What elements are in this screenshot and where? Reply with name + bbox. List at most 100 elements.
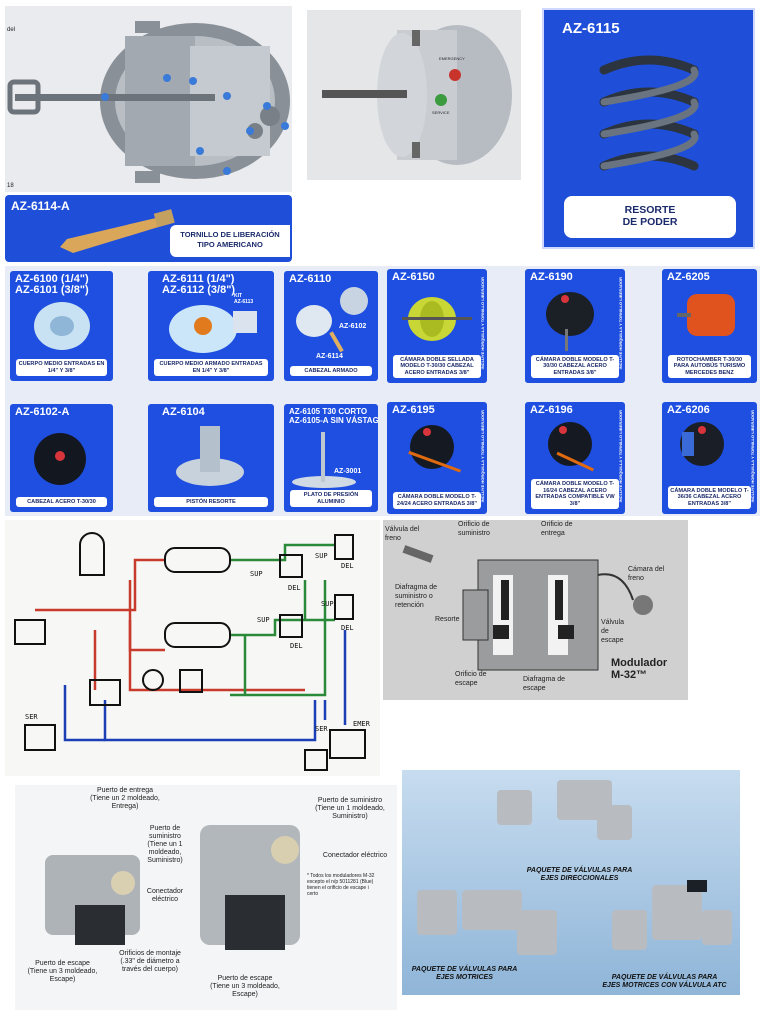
- tile-caption: CÁMARA DOBLE MODELO T-16/24 CABEZAL ACER…: [531, 479, 619, 509]
- double-chamber-icon: [546, 292, 594, 351]
- catalog-tile-az-6150: AZ-6150 INCLUYE HORQUILLA Y TORNILLO LIB…: [387, 269, 487, 383]
- spring-piston-icon: [176, 426, 244, 486]
- label-connector-left: Conectador eléctrico: [146, 888, 184, 903]
- release-bolt-icon: [60, 209, 175, 253]
- label-mounting-holes: Orificios de montaje (.33" de diámetro a…: [119, 950, 181, 973]
- label-supply-diaphragm: Diafragma de suministro o retención: [395, 584, 438, 609]
- middle-body-assembled-icon: [169, 305, 257, 353]
- brake-chamber-cutaway-illustration: [7, 21, 290, 183]
- air-brake-schematic-diagram: [14, 532, 366, 771]
- catalog-tile-az-6190: AZ-6190 INCLUYE HORQUILLA Y TORNILLO LIB…: [525, 269, 625, 383]
- spring-brake-chamber-panel: EMERGENCY SERVICE: [307, 10, 521, 180]
- drive-axle-package-label: PAQUETE DE VÁLVULAS PARA EJES MOTRICES: [411, 966, 518, 981]
- tile-caption: CUERPO MEDIO ARMADO ENTRADAS EN 1/4" Y 3…: [154, 359, 268, 376]
- tile-sub-code-2: AZ-6114: [316, 353, 343, 360]
- rotochamber-icon: [677, 294, 735, 336]
- modulator-valves-photo: [45, 825, 300, 950]
- az-6115-caption: RESORTE DE PODER: [564, 196, 736, 238]
- label-exhaust-port-left: Puerto de escape (Tiene un 3 moldeado, E…: [27, 960, 98, 983]
- catalog-tile-az-6111: AZ-6111 (1/4") AZ-6112 (3/8") KIT AZ-611…: [148, 271, 274, 381]
- catalog-tile-az-6195: AZ-6195 INCLUYE HORQUILLA Y TORNILLO LIB…: [387, 402, 487, 514]
- schematic-label: EMER: [353, 720, 370, 728]
- label-delivery-port: Orificio de entrega: [541, 521, 573, 537]
- middle-body-icon: [34, 302, 90, 350]
- tile-sub-code: AZ-3001: [334, 468, 362, 475]
- tile-caption: CUERPO MEDIO ENTRADAS EN 1/4" Y 3/8": [16, 359, 107, 376]
- double-chamber-icon: [548, 422, 594, 472]
- label-note: * Todos los moduladores M-32 excepto el …: [307, 873, 375, 897]
- label-exhaust-port: Orificio de escape: [455, 671, 487, 687]
- tile-code: AZ-6206: [667, 404, 710, 416]
- tile-code: AZ-6205: [667, 271, 710, 283]
- tile-caption: PISTÓN RESORTE: [154, 496, 268, 507]
- schematic-label: DEL: [341, 562, 354, 570]
- label-exhaust-valve: Válvula de escape: [601, 619, 624, 644]
- tile-code: AZ-6111 (1/4") AZ-6112 (3/8"): [162, 273, 236, 296]
- tile-caption: CÁMARA DOBLE MODELO T-24/24 ACERO ENTRAD…: [393, 492, 481, 509]
- schematic-label: SUP: [315, 552, 328, 560]
- label-supply-port-left: Puerto de suministro (Tiene un 1 moldead…: [147, 825, 183, 864]
- modulator-ports-panel: Puerto de entrega (Tiene un 2 moldeado, …: [15, 785, 397, 1010]
- tile-code: AZ-6195: [392, 404, 435, 416]
- spring-icon: [599, 55, 699, 171]
- label-spring: Resorte: [435, 616, 460, 623]
- label-exhaust-port-right: Puerto de escape (Tiene un 3 moldeado, E…: [210, 975, 280, 998]
- page-number: 18: [7, 183, 14, 189]
- schematic-label: DEL: [290, 642, 303, 650]
- catalog-tile-az-6206: AZ-6206 INCLUYE HORQUILLA Y TORNILLO LIB…: [662, 402, 757, 514]
- steer-axle-package-label: PAQUETE DE VÁLVULAS PARA EJES DIRECCIONA…: [526, 867, 633, 882]
- valve-packages-panel: PAQUETE DE VÁLVULAS PARA EJES DIRECCIONA…: [402, 770, 740, 995]
- label-delivery-port: Puerto de entrega (Tiene un 2 moldeado, …: [90, 787, 160, 810]
- schematic-label: SER: [315, 725, 328, 733]
- double-chamber-icon: [680, 422, 724, 466]
- tile-code: AZ-6100 (1/4") AZ-6101 (3/8"): [15, 273, 89, 296]
- tile-caption: ROTOCHAMBER T-30/30 PARA AUTOBÚS TURISMO…: [668, 354, 751, 378]
- catalog-tile-az-6104: AZ-6104 PISTÓN RESORTE: [148, 404, 274, 512]
- head-assembly-icon: [296, 287, 368, 353]
- tile-sub-code: AZ-6102: [339, 323, 367, 330]
- schematic-label: SUP: [250, 570, 263, 578]
- az-6114-a-panel: AZ-6114-A TORNILLO DE LIBERACIÓN TIPO AM…: [5, 195, 292, 262]
- az-6114-a-code: AZ-6114-A: [11, 199, 70, 213]
- label-exhaust-diaphragm: Diafragma de escape: [523, 676, 566, 692]
- catalog-tile-az-6105: AZ-6105 T30 CORTO AZ-6105-A SIN VÁSTAGO …: [284, 404, 378, 512]
- label-supply-port: Orificio de suministro: [458, 521, 490, 537]
- tile-caption: PLATO DE PRESIÓN ALUMINIO: [290, 490, 372, 507]
- steel-head-icon: [34, 433, 86, 485]
- tile-code: AZ-6105 T30 CORTO AZ-6105-A SIN VÁSTAGO: [289, 407, 378, 425]
- catalog-tile-az-6196: AZ-6196 INCLUYE HORQUILLA Y TORNILLO LIB…: [525, 402, 625, 514]
- label-supply-port-right: Puerto de suministro (Tiene un 1 moldead…: [315, 797, 385, 820]
- label-brake-chamber: Cámara del freno: [628, 566, 665, 582]
- tile-code: AZ-6110: [289, 273, 332, 285]
- tile-code: AZ-6104: [162, 406, 205, 418]
- az-6114-a-caption: TORNILLO DE LIBERACIÓN TIPO AMERICANO: [170, 225, 290, 257]
- schematic-label: SUP: [257, 616, 270, 624]
- catalog-tile-az-6205: AZ-6205 ROTOCHAMBER T-30/30 PARA AUTOBÚS…: [662, 269, 757, 383]
- catalog-tile-az-6100: AZ-6100 (1/4") AZ-6101 (3/8") CUERPO MED…: [10, 271, 113, 381]
- schematic-label: DEL: [341, 624, 354, 632]
- catalog-strip: AZ-6100 (1/4") AZ-6101 (3/8") CUERPO MED…: [5, 266, 760, 516]
- pressure-plate-icon: [292, 432, 356, 488]
- modulator-title: Modulador M-32™: [611, 657, 668, 681]
- drive-axle-atc-package-label: PAQUETE DE VÁLVULAS PARA EJES MOTRICES C…: [602, 974, 727, 989]
- tile-caption: CÁMARA DOBLE MODELO T-36/36 CABEZAL ACER…: [668, 485, 751, 509]
- tile-code: AZ-6102-A: [15, 406, 70, 418]
- double-chamber-sealed-icon: [402, 297, 472, 341]
- label-brake-valve: Válvula del freno: [385, 526, 420, 542]
- air-brake-schematic-panel: SUP DEL SUP DEL SUP DEL SUP DEL SER SER …: [5, 520, 380, 776]
- modulator-cutaway-diagram: [402, 545, 653, 671]
- tile-caption: CÁMARA DOBLE SELLADA MODELO T-30/30 CABE…: [393, 354, 481, 378]
- az-6115-code: AZ-6115: [562, 20, 620, 37]
- double-chamber-icon: [408, 425, 461, 473]
- brake-chamber-cutaway-panel: del 18: [5, 6, 292, 192]
- modulator-m32-panel: Válvula del freno Orificio de suministro…: [383, 520, 688, 700]
- tile-code: AZ-6150: [392, 271, 435, 283]
- schematic-label: DEL: [288, 584, 301, 592]
- tile-code: AZ-6196: [530, 404, 573, 416]
- az-6115-panel: AZ-6115 RESORTE DE PODER: [542, 8, 755, 249]
- label-connector-right: Conectador eléctrico: [322, 852, 388, 859]
- tile-kit-code: KIT AZ-6113: [234, 293, 254, 305]
- schematic-label: SUP: [321, 600, 334, 608]
- valve-packages-photo: [417, 780, 732, 955]
- corner-text: del: [7, 27, 16, 33]
